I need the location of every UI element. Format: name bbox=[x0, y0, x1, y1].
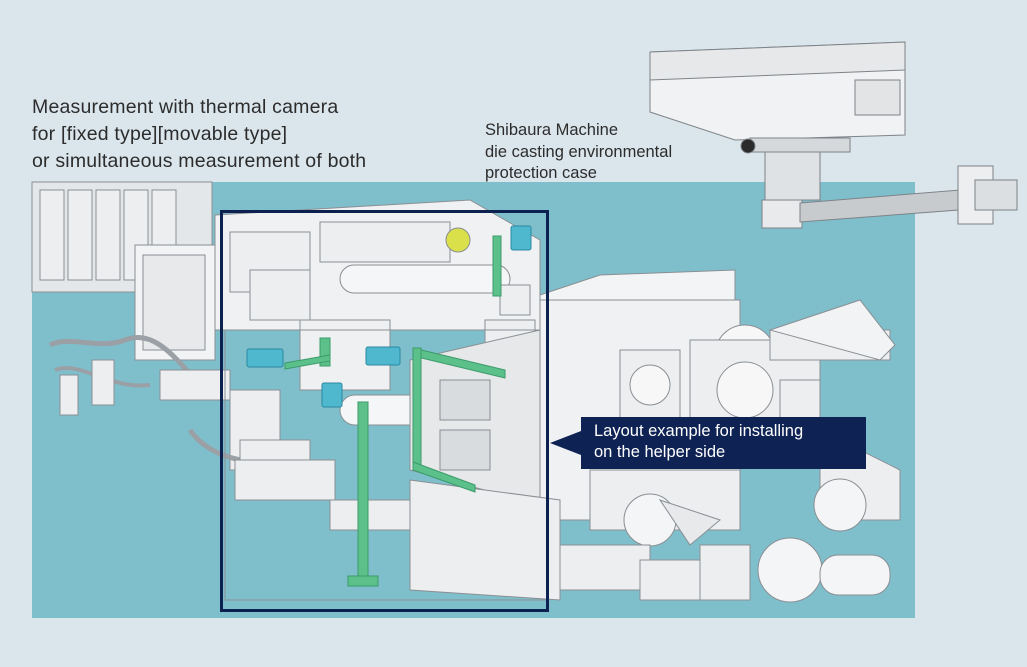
protection-case-icon bbox=[649, 41, 1018, 229]
heading-line-3: or simultaneous measurement of both bbox=[32, 150, 367, 172]
helper-side-highlight-box bbox=[220, 210, 549, 612]
layout-example-callout: Layout example for installing on the hel… bbox=[581, 417, 866, 469]
mount-bracket-group bbox=[284, 235, 506, 587]
protection-case-label: Shibaura Machine die casting environment… bbox=[485, 120, 672, 185]
thermal-camera-icon bbox=[246, 225, 532, 408]
heading: Measurement with thermal camera for [fix… bbox=[32, 94, 366, 175]
heading-line-1: Measurement with thermal camera bbox=[32, 96, 339, 118]
heading-line-2: for [fixed type][movable type] bbox=[32, 123, 288, 145]
case-label-line-3: protection case bbox=[485, 164, 597, 182]
case-label-line-1: Shibaura Machine bbox=[485, 121, 618, 139]
callout-line-1: Layout example for installing bbox=[594, 422, 804, 440]
callout-line-2: on the helper side bbox=[594, 443, 726, 461]
callout-pointer bbox=[550, 431, 581, 455]
case-label-line-2: die casting environmental bbox=[485, 142, 673, 161]
die-casting-machine-icon bbox=[31, 181, 901, 603]
